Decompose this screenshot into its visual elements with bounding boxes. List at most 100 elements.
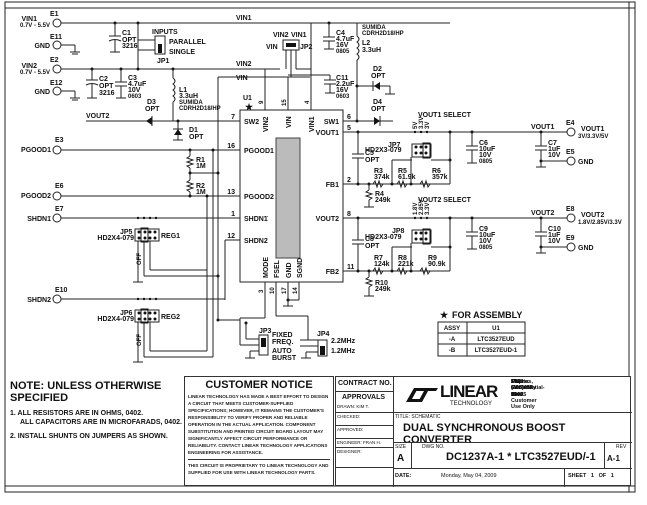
capacitor-c10: C10 1uF 10V [535, 216, 561, 254]
resistor-r2: R2 1M [185, 173, 206, 198]
rev-value: A-1 [607, 454, 620, 463]
terminal-e7: E7 SHDN1 [27, 206, 63, 223]
svg-text:FIXED: FIXED [272, 332, 293, 339]
svg-text:8: 8 [347, 211, 351, 218]
approvals-column [336, 377, 394, 487]
capacitor-c3: C3 4.7uF 10V 0603 [115, 67, 147, 100]
svg-text:GND: GND [34, 43, 50, 50]
svg-text:R7: R7 [374, 255, 383, 262]
size-value: A [397, 453, 405, 464]
svg-text:JP1: JP1 [157, 58, 170, 65]
svg-text:JP2: JP2 [300, 44, 313, 51]
svg-text:U1: U1 [243, 95, 252, 102]
svg-text:JP7: JP7 [388, 142, 401, 149]
sheet-number: SHEET 1 OF 1 [568, 473, 614, 479]
svg-text:C3: C3 [128, 75, 137, 82]
svg-text:0603: 0603 [128, 94, 142, 100]
svg-text:1.8V/2.85V/3.3V: 1.8V/2.85V/3.3V [578, 220, 622, 226]
svg-text:C9: C9 [479, 226, 488, 233]
svg-text:LTC3527EUD-1: LTC3527EUD-1 [475, 348, 518, 354]
svg-text:SHDN2: SHDN2 [244, 238, 268, 245]
customer-notice-body: LINEAR TECHNOLOGY HAS MADE A BEST EFFORT… [188, 394, 329, 455]
size-label: SIZE [395, 444, 407, 450]
terminal-e1: E1 VIN1 0.7V - 5.5V [20, 11, 62, 29]
terminal-e6: E6 PGOOD2 [21, 183, 200, 201]
drawn-by: DRAWN: KIM T. [337, 404, 370, 409]
svg-text:-A: -A [449, 337, 456, 343]
svg-text:ASSY: ASSY [444, 326, 460, 332]
svg-text:R10: R10 [375, 280, 388, 287]
svg-text:R5: R5 [398, 168, 407, 175]
svg-text:VOUT1: VOUT1 [316, 130, 339, 137]
dwg-label: DWG NO. [422, 444, 445, 450]
svg-text:9: 9 [259, 100, 265, 104]
svg-text:5: 5 [347, 125, 351, 132]
jumper-jp2[interactable]: VIN2 VIN1 VIN JP2 [266, 32, 313, 77]
svg-text:FB1: FB1 [326, 182, 339, 189]
svg-text:4.7uF: 4.7uF [128, 81, 147, 88]
svg-text:SW2: SW2 [244, 119, 259, 126]
diode-d1: D1 OPT [173, 119, 204, 141]
svg-text:BURST: BURST [272, 355, 297, 362]
svg-text:U1: U1 [492, 326, 500, 332]
svg-text:MODE: MODE [263, 257, 270, 278]
svg-text:14: 14 [293, 287, 299, 294]
approvals-label: APPROVALS [342, 394, 386, 401]
svg-text:E7: E7 [55, 206, 64, 213]
dwg-number: DC1237A-1 * LTC3527EUD/-1 [446, 451, 596, 463]
svg-text:D1: D1 [189, 127, 198, 134]
svg-text:VOUT2: VOUT2 [531, 210, 554, 217]
svg-text:GND: GND [286, 262, 293, 278]
svg-text:2.2MHz: 2.2MHz [331, 338, 356, 345]
svg-text:OPT: OPT [189, 134, 204, 141]
svg-text:SHDN2: SHDN2 [27, 297, 51, 304]
jumper-jp6[interactable]: JP6 HD2X4-079 REG2 OFF [97, 297, 213, 363]
svg-text:3.3V: 3.3V [419, 117, 425, 129]
svg-text:OFF: OFF [137, 334, 143, 346]
svg-text:GND: GND [578, 245, 594, 252]
svg-text:OPT: OPT [371, 106, 386, 113]
svg-text:E6: E6 [55, 183, 64, 190]
svg-text:5V: 5V [413, 122, 419, 129]
terminal-e8: E8 VOUT2 1.8V/2.85V/3.3V [550, 206, 622, 226]
terminal-e10: E10 SHDN2 [27, 287, 225, 304]
svg-text:VOUT2: VOUT2 [581, 212, 604, 219]
svg-text:0805: 0805 [479, 245, 493, 251]
svg-text:OPT: OPT [365, 157, 380, 164]
date-label: DATE: [395, 473, 412, 479]
customer-notice-title: CUSTOMER NOTICE [205, 379, 313, 391]
note-item: 1. ALL RESISTORS ARE IN OHMS, 0402. ALL … [10, 409, 185, 427]
jumper-jp4[interactable]: JP4 2.2MHz 1.2MHz [275, 296, 356, 359]
approved-by: APPROVED: [337, 427, 364, 432]
jumper-jp7[interactable]: VOUT1 SELECT 5V 3.3V 3V JP7 HD2X3-079 [365, 112, 472, 184]
svg-text:3216: 3216 [122, 43, 138, 50]
jumper-jp8[interactable]: VOUT2 SELECT 1.8V 2.85V 3.3V JP8 HD2X3-0… [365, 197, 472, 271]
capacitor-c1: C1 OPT 3216 [108, 21, 138, 53]
jumper-jp5[interactable]: JP5 HD2X4-079 REG1 OFF [97, 216, 218, 283]
svg-text:OPT: OPT [122, 37, 137, 44]
svg-text:10V: 10V [548, 238, 561, 245]
jumper-jp1[interactable]: INPUTS PARALLEL SINGLE JP1 [136, 21, 207, 71]
svg-text:10V: 10V [479, 152, 492, 159]
svg-text:2: 2 [347, 177, 351, 184]
svg-text:0603: 0603 [336, 94, 350, 100]
capacitor-c7: C7 1uF 10V [535, 130, 561, 168]
logo-subtext: TECHNOLOGY [450, 401, 493, 407]
svg-text:CDRH2D18/HP: CDRH2D18/HP [362, 31, 404, 37]
resistor-r3: R3 374k [372, 168, 390, 189]
svg-text:2.85V: 2.85V [419, 199, 425, 215]
jumper-jp3[interactable]: JP3 FIXED FREQ. AUTO BURST [239, 296, 297, 362]
logo-text: LINEAR [440, 382, 498, 401]
svg-text:VIN2: VIN2 [263, 116, 270, 132]
resistor-r4: R4 249k [364, 182, 391, 208]
svg-text:VIN1: VIN1 [21, 16, 37, 23]
